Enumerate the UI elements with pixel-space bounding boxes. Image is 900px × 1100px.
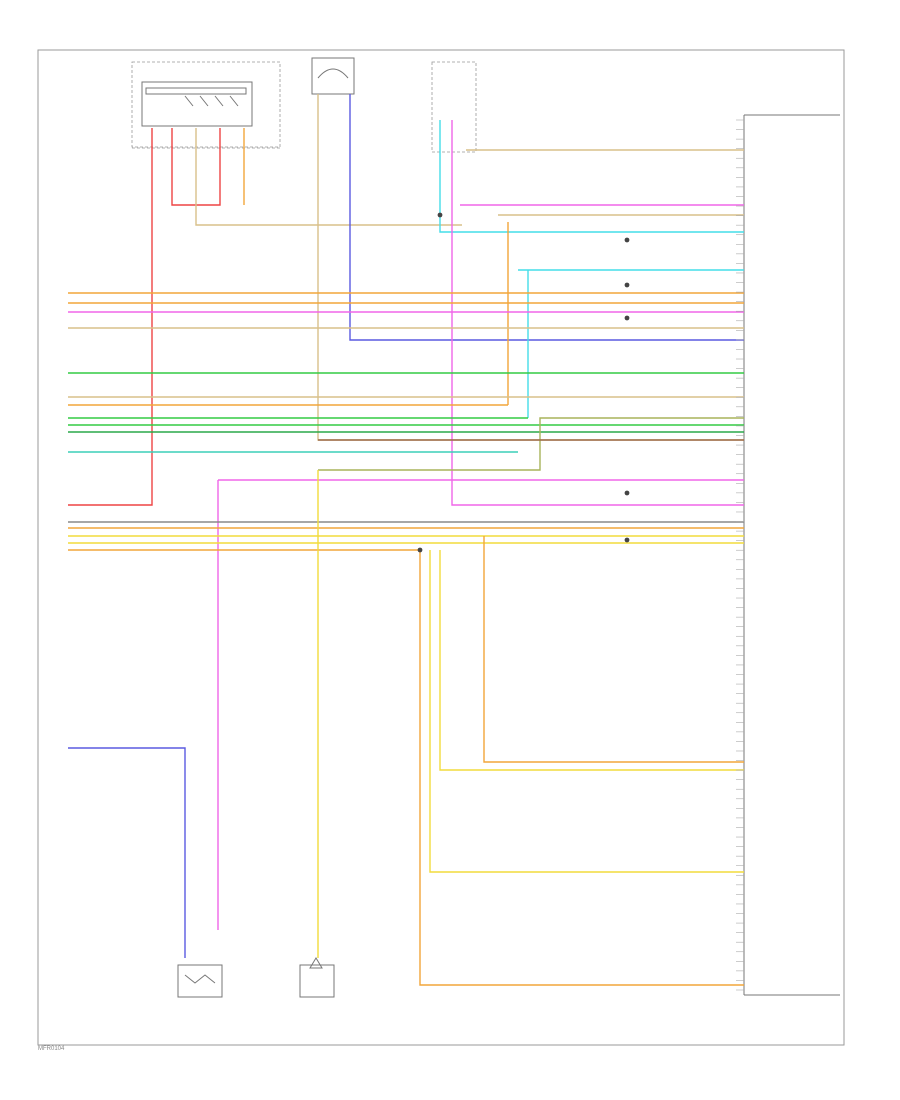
wire-tan-4 [317, 94, 744, 441]
splice-node-5 [437, 212, 443, 218]
wire-blue-5 [349, 94, 744, 341]
splice-node-6 [417, 547, 423, 553]
splice-node-4 [624, 537, 630, 543]
wire-cyan-6 [439, 120, 744, 233]
top-right-connector [431, 61, 477, 153]
top-middle-sensor [311, 57, 355, 95]
splice-node-1 [624, 282, 630, 288]
splice-nodes [417, 212, 630, 553]
bottom-middle-component [299, 957, 335, 998]
bottom-left-component [177, 964, 223, 998]
splice-node-2 [624, 315, 630, 321]
wire-yellow-35 [429, 550, 744, 873]
wire-olive-25 [318, 417, 744, 471]
wire-orange-33 [483, 536, 744, 763]
wire-orange-36 [419, 550, 744, 986]
wire-red-0 [68, 128, 153, 506]
wire-yellow-34 [439, 550, 744, 771]
top-left-relay-module [131, 61, 281, 149]
connector-pins [736, 119, 744, 991]
splice-node-3 [624, 490, 630, 496]
footer-code: MFR0104 [38, 1046, 65, 1052]
wire-tan-2 [195, 128, 462, 226]
control-module-connector [743, 114, 840, 996]
diagram-border [37, 49, 845, 1046]
wire-pink-26 [217, 479, 744, 930]
wire-pink-7 [451, 120, 744, 506]
wire-blue-37 [68, 747, 186, 958]
splice-node-0 [624, 237, 630, 243]
wires-group [68, 94, 744, 986]
